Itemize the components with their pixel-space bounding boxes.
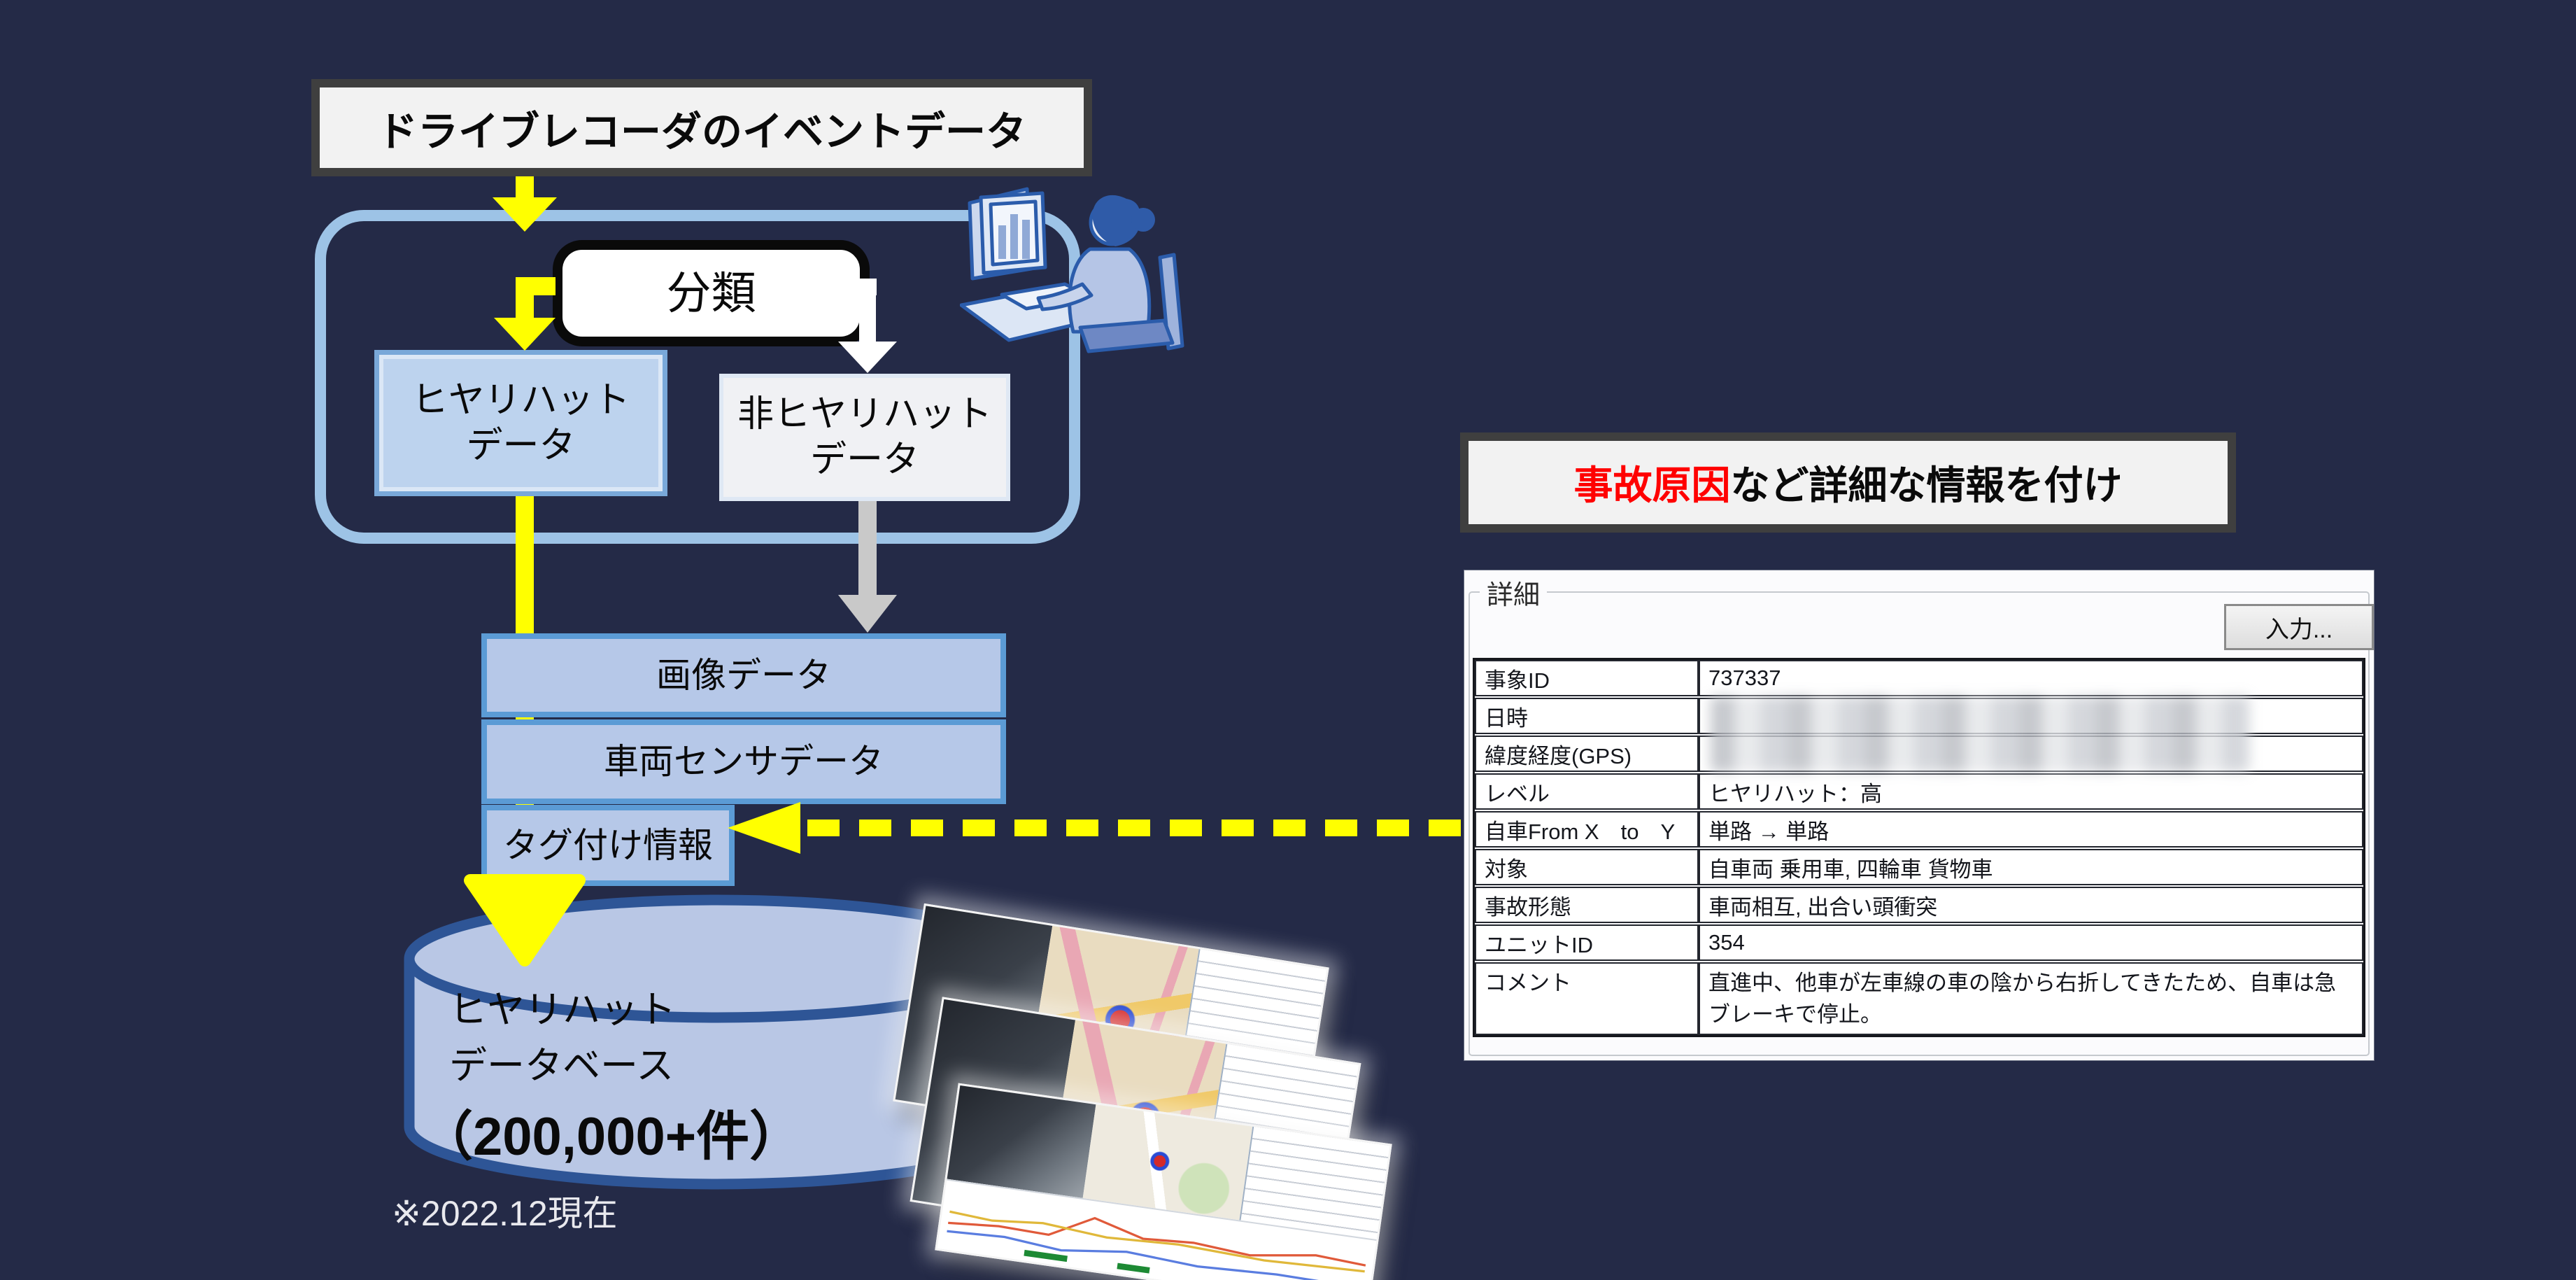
image-data-box: 画像データ — [481, 633, 1006, 717]
table-row: コメント直進中、他車が左車線の車の陰から右折してきたため、自車は急ブレーキで停止… — [1475, 962, 2363, 1035]
image-data-label: 画像データ — [656, 655, 831, 695]
classify-label: 分類 — [666, 268, 756, 318]
sensor-chart-icon — [937, 1179, 1377, 1280]
redacted-blur-overlay — [1711, 696, 2249, 772]
db-name-line1: ヒヤリハット — [449, 989, 676, 1031]
input-button[interactable]: 入力... — [2224, 604, 2374, 650]
detail-group-label: 詳細 — [1480, 573, 1548, 612]
detail-groupbox — [1469, 591, 2370, 1056]
table-row: 対象自車両 乗用車, 四輪車 貨物車 — [1475, 849, 2363, 885]
detail-banner: 事故原因など詳細な情報を付け — [1460, 432, 2236, 533]
detail-banner-rest: など詳細な情報を付け — [1730, 463, 2123, 507]
classify-box: 分類 — [553, 240, 870, 346]
non-hiyari-line1: 非ヒヤリハット — [737, 394, 992, 435]
detail-banner-accent: 事故原因 — [1573, 463, 1731, 507]
hiyari-data-box: ヒヤリハット データ — [374, 350, 667, 496]
detail-to-tag-dashed-arrow — [728, 802, 1461, 854]
non-hiyari-down-arrow — [838, 595, 897, 633]
person-at-computer-icon — [960, 187, 1184, 353]
table-row: 事故形態車両相互, 出合い頭衝突 — [1475, 887, 2363, 923]
title-text: ドライブレコーダのイベントデータ — [376, 108, 1026, 155]
record-thumbnail-3 — [935, 1083, 1392, 1280]
sensor-data-label: 車両センサデータ — [604, 742, 884, 782]
title-banner: ドライブレコーダのイベントデータ — [311, 79, 1092, 176]
hiyari-line1: ヒヤリハット — [411, 379, 630, 421]
hiyari-line2: データ — [466, 425, 576, 466]
tag-info-label: タグ付け情報 — [503, 825, 713, 865]
record-table-icon — [1239, 1126, 1390, 1239]
sensor-data-box: 車両センサデータ — [481, 719, 1006, 804]
non-hiyari-line2: データ — [809, 439, 919, 480]
non-hiyari-data-box: 非ヒヤリハット データ — [719, 374, 1010, 501]
tag-info-box: タグ付け情報 — [481, 805, 735, 886]
dashcam-photo-icon — [947, 1085, 1096, 1198]
db-name-line2: データベース — [449, 1045, 674, 1087]
db-date-note: ※2022.12現在 — [392, 1194, 618, 1233]
table-row: レベルヒヤリハット：高 — [1475, 773, 2363, 810]
input-button-label: 入力... — [2265, 616, 2333, 643]
db-record-count: （200,000+件） — [420, 1107, 803, 1167]
